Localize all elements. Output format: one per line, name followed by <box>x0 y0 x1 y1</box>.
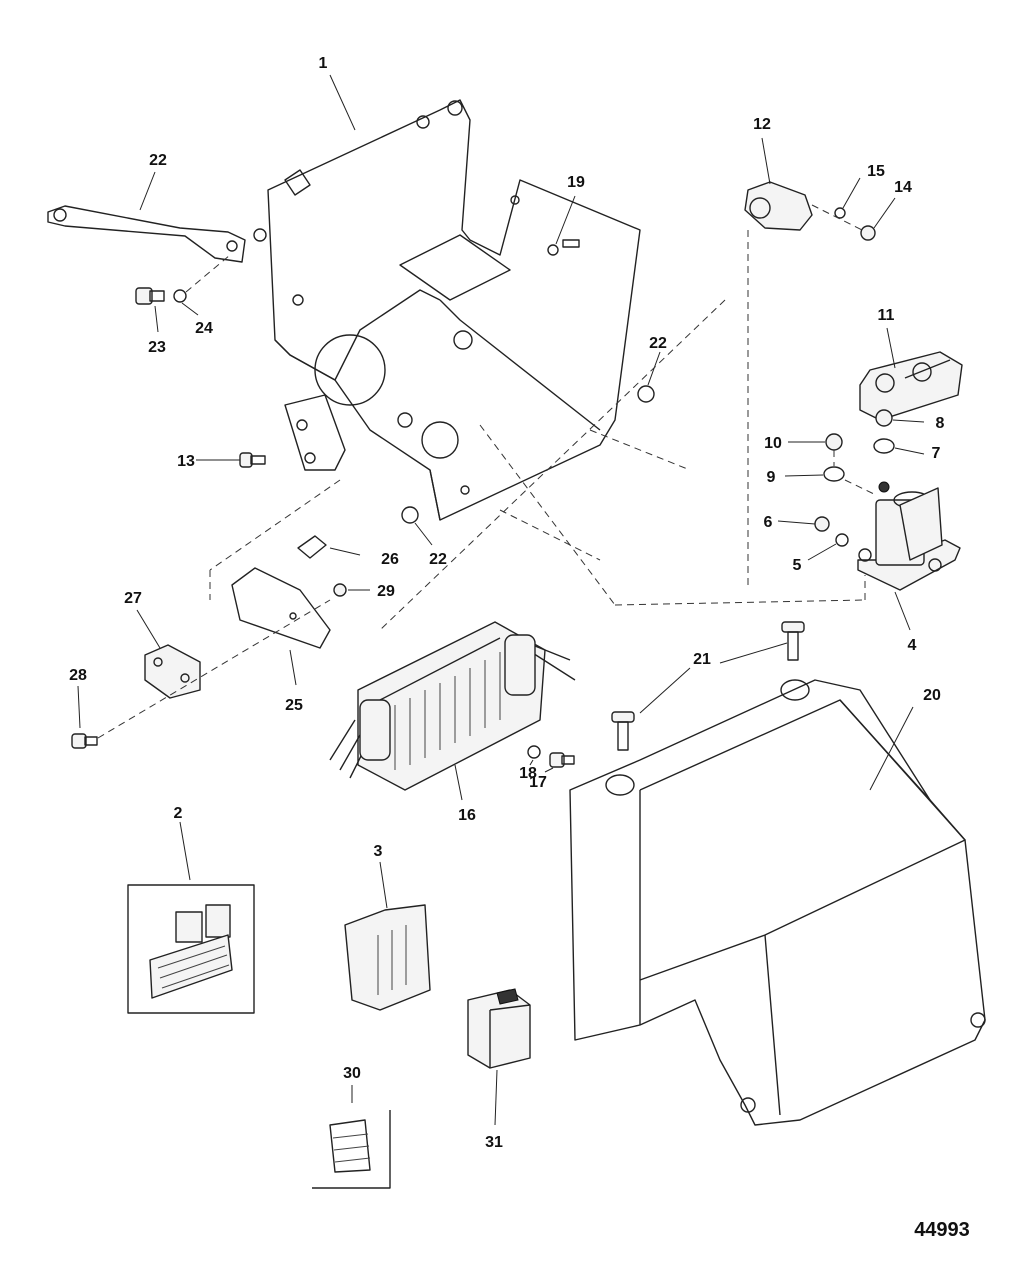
relay-32 <box>467 988 531 1069</box>
solenoid-cover-11 <box>859 351 963 421</box>
stud-21-right <box>781 621 805 661</box>
callout-2: 2 <box>174 805 183 822</box>
callout-31: 30 <box>343 1065 361 1082</box>
hinge-28 <box>144 644 201 699</box>
nut-8 <box>875 409 893 427</box>
callout-16: 16 <box>458 807 476 824</box>
callout-12: 12 <box>753 116 771 133</box>
callout-32: 31 <box>485 1134 503 1151</box>
nut-6 <box>814 516 830 532</box>
callout-1: 1 <box>319 55 328 72</box>
bolt-29 <box>71 733 98 749</box>
callout-13: 13 <box>177 453 195 470</box>
callout-18: 18 <box>519 765 537 782</box>
callout-30: 29 <box>377 583 395 600</box>
callout-10: 10 <box>764 435 782 452</box>
callout-26: 25 <box>285 697 303 714</box>
pin-27 <box>297 535 327 559</box>
callout-4: 4 <box>908 637 917 654</box>
callout-15: 15 <box>867 163 885 180</box>
callout-17: 17 <box>529 774 547 791</box>
callout-27: 26 <box>381 551 399 568</box>
mounting-bracket <box>253 99 641 521</box>
decal-kit-2 <box>127 884 255 1014</box>
callout-19: 19 <box>567 174 585 191</box>
bolt-13 <box>239 452 266 468</box>
washer-9 <box>823 466 845 482</box>
stud-21-left <box>611 711 635 751</box>
nut-30 <box>333 583 347 597</box>
callout-20: 20 <box>923 687 941 704</box>
callout-24: 23 <box>148 339 166 356</box>
washer-7 <box>873 438 895 454</box>
screw-17 <box>549 752 575 768</box>
washer-5 <box>835 533 849 547</box>
washer-15 <box>834 207 846 219</box>
nut-22-upper <box>637 385 655 403</box>
figure-id: 44993 <box>914 1219 970 1241</box>
control-module-16 <box>329 621 576 791</box>
solenoid-4 <box>857 481 961 591</box>
callout-29: 28 <box>69 667 87 684</box>
callout-22-upper: 22 <box>649 335 667 352</box>
callout-9: 9 <box>767 469 776 486</box>
fuses-31 <box>312 1110 391 1189</box>
callout-21: 21 <box>693 651 711 668</box>
callout-6: 6 <box>764 514 773 531</box>
callout-11: 11 <box>878 307 895 324</box>
electrical-box-cover-20 <box>569 679 986 1126</box>
callout-23: 22 <box>149 152 167 169</box>
screw-19 <box>547 239 580 256</box>
callout-7: 7 <box>932 445 941 462</box>
connector-3 <box>344 904 431 1011</box>
callout-22-lower: 22 <box>429 551 447 568</box>
bolt-24 <box>135 287 165 305</box>
switch-12 <box>744 181 813 231</box>
callout-14: 14 <box>894 179 912 196</box>
washer-18 <box>527 745 541 759</box>
callout-5: 5 <box>793 557 802 574</box>
nut-22-lower <box>401 506 419 524</box>
support-arm <box>47 205 246 263</box>
nut-10 <box>825 433 843 451</box>
callout-8: 8 <box>936 415 945 432</box>
callout-28: 27 <box>124 590 142 607</box>
cover-plate-26 <box>231 567 331 649</box>
washer-25 <box>173 289 187 303</box>
screw-14 <box>860 225 876 241</box>
callout-25: 24 <box>195 320 213 337</box>
callout-3: 3 <box>374 843 383 860</box>
